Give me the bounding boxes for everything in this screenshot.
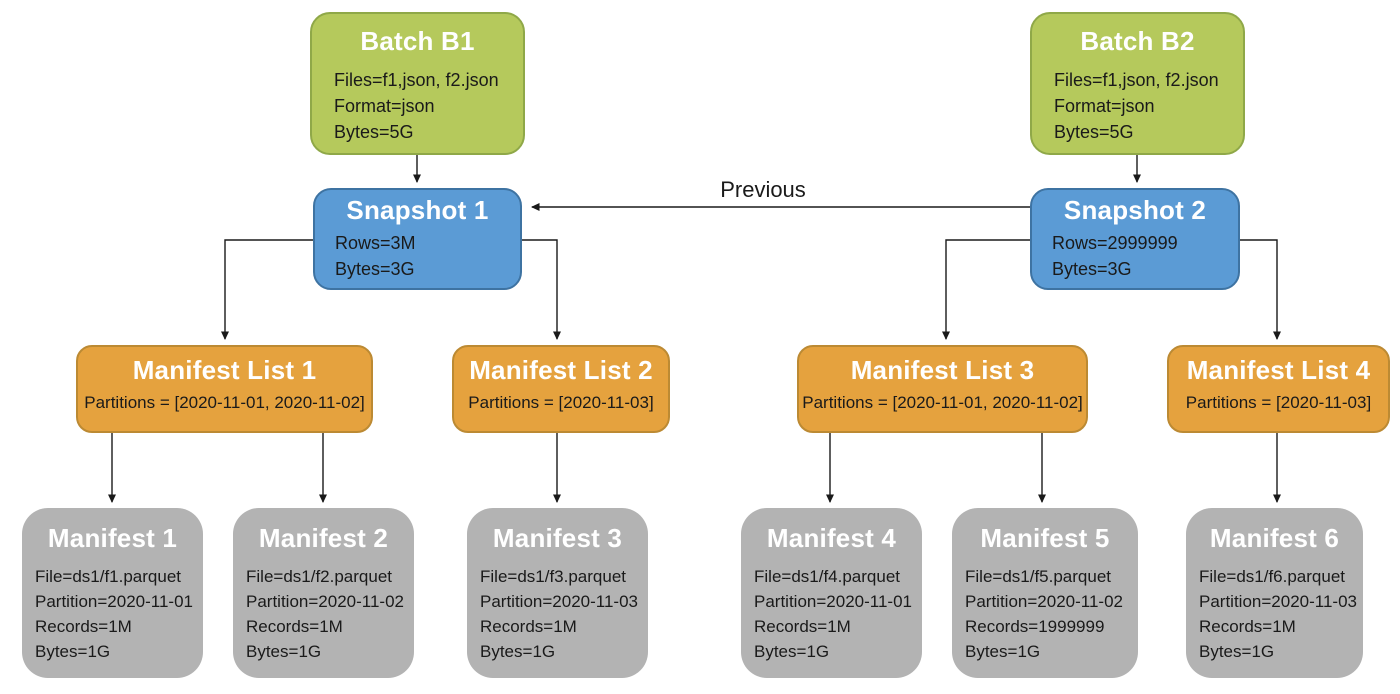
manifest-list-3-partitions: Partitions = [2020-11-01, 2020-11-02]: [802, 393, 1083, 412]
manifest-3-records: Records=1M: [480, 617, 577, 636]
manifest-5-title: Manifest 5: [980, 523, 1110, 553]
manifest-4-partition: Partition=2020-11-01: [754, 592, 912, 611]
manifest-1-partition: Partition=2020-11-01: [35, 592, 193, 611]
previous-edge-label: Previous: [720, 177, 806, 202]
manifest-1-body: File=ds1/f1.parquet Partition=2020-11-01…: [22, 564, 203, 664]
manifest-list-3-title: Manifest List 3: [850, 355, 1035, 385]
snapshot-2-body: Rows=2999999 Bytes=3G: [1032, 230, 1238, 282]
manifest-2-title: Manifest 2: [258, 523, 389, 553]
batch-b2-format: Format=json: [1054, 96, 1155, 116]
manifest-list-1-node: Manifest List 1 Partitions = [2020-11-01…: [76, 345, 373, 433]
manifest-3-body: File=ds1/f3.parquet Partition=2020-11-03…: [467, 564, 648, 664]
batch-b1-body: Files=f1,json, f2.json Format=json Bytes…: [312, 67, 523, 145]
manifest-4-body: File=ds1/f4.parquet Partition=2020-11-01…: [741, 564, 922, 664]
manifest-3-bytes: Bytes=1G: [480, 642, 556, 661]
batch-b1-title: Batch B1: [360, 26, 475, 56]
batch-b2-bytes: Bytes=5G: [1054, 122, 1134, 142]
snapshot-1-node: Snapshot 1 Rows=3M Bytes=3G: [313, 188, 522, 290]
manifest-5-node: Manifest 5 File=ds1/f5.parquet Partition…: [952, 508, 1138, 678]
manifest-list-1-title: Manifest List 1: [132, 355, 317, 385]
manifest-list-4-partitions: Partitions = [2020-11-03]: [1185, 393, 1372, 412]
manifest-6-node: Manifest 6 File=ds1/f6.parquet Partition…: [1186, 508, 1363, 678]
manifest-2-file: File=ds1/f2.parquet: [246, 567, 393, 586]
snapshot-2-title: Snapshot 2: [1063, 195, 1207, 225]
manifest-2-records: Records=1M: [246, 617, 343, 636]
manifest-list-4-node: Manifest List 4 Partitions = [2020-11-03…: [1167, 345, 1390, 433]
manifest-5-file: File=ds1/f5.parquet: [965, 567, 1112, 586]
manifest-4-title: Manifest 4: [766, 523, 897, 553]
manifest-list-2-node: Manifest List 2 Partitions = [2020-11-03…: [452, 345, 670, 433]
snapshot-1-bytes: Bytes=3G: [335, 259, 415, 279]
manifest-4-file: File=ds1/f4.parquet: [754, 567, 901, 586]
manifest-5-records: Records=1999999: [965, 617, 1105, 636]
manifest-3-file: File=ds1/f3.parquet: [480, 567, 627, 586]
batch-b2-files: Files=f1,json, f2.json: [1054, 70, 1219, 90]
snapshot-1-body: Rows=3M Bytes=3G: [315, 230, 520, 282]
manifest-5-body: File=ds1/f5.parquet Partition=2020-11-02…: [952, 564, 1138, 664]
manifest-4-node: Manifest 4 File=ds1/f4.parquet Partition…: [741, 508, 922, 678]
manifest-1-file: File=ds1/f1.parquet: [35, 567, 182, 586]
manifest-list-4-title: Manifest List 4: [1186, 355, 1371, 385]
manifest-6-title: Manifest 6: [1209, 523, 1340, 553]
snapshot-2-rows: Rows=2999999: [1052, 233, 1178, 253]
manifest-3-partition: Partition=2020-11-03: [480, 592, 638, 611]
manifest-list-3-node: Manifest List 3 Partitions = [2020-11-01…: [797, 345, 1088, 433]
manifest-1-node: Manifest 1 File=ds1/f1.parquet Partition…: [22, 508, 203, 678]
snapshot-1-title: Snapshot 1: [346, 195, 489, 225]
manifest-2-partition: Partition=2020-11-02: [246, 592, 404, 611]
manifest-4-records: Records=1M: [754, 617, 851, 636]
batch-b1-files: Files=f1,json, f2.json: [334, 70, 499, 90]
manifest-1-title: Manifest 1: [47, 523, 178, 553]
manifest-4-bytes: Bytes=1G: [754, 642, 830, 661]
batch-b2-title: Batch B2: [1080, 26, 1195, 56]
manifest-list-1-partitions: Partitions = [2020-11-01, 2020-11-02]: [84, 393, 365, 412]
snapshot-2-bytes: Bytes=3G: [1052, 259, 1132, 279]
manifest-6-partition: Partition=2020-11-03: [1199, 592, 1357, 611]
manifest-3-node: Manifest 3 File=ds1/f3.parquet Partition…: [467, 508, 648, 678]
manifest-6-body: File=ds1/f6.parquet Partition=2020-11-03…: [1186, 564, 1363, 664]
batch-b2-body: Files=f1,json, f2.json Format=json Bytes…: [1032, 67, 1243, 145]
manifest-2-bytes: Bytes=1G: [246, 642, 322, 661]
manifest-2-body: File=ds1/f2.parquet Partition=2020-11-02…: [233, 564, 414, 664]
manifest-2-node: Manifest 2 File=ds1/f2.parquet Partition…: [233, 508, 414, 678]
manifest-1-records: Records=1M: [35, 617, 132, 636]
edge-snapshot2-to-mlist3: [942, 239, 1030, 340]
manifest-6-bytes: Bytes=1G: [1199, 642, 1275, 661]
batch-b1-format: Format=json: [334, 96, 435, 116]
manifest-list-2-partitions: Partitions = [2020-11-03]: [468, 393, 654, 412]
edge-snapshot2-to-mlist4: [1240, 239, 1281, 340]
batch-b2-node: Batch B2 Files=f1,json, f2.json Format=j…: [1030, 12, 1245, 155]
manifest-5-partition: Partition=2020-11-02: [965, 592, 1123, 611]
manifest-list-2-title: Manifest List 2: [469, 355, 653, 385]
batch-b1-bytes: Bytes=5G: [334, 122, 414, 142]
snapshot-1-rows: Rows=3M: [335, 233, 416, 253]
edge-snapshot1-to-mlist2: [522, 239, 561, 340]
manifest-5-bytes: Bytes=1G: [965, 642, 1041, 661]
edge-snapshot1-to-mlist1: [221, 239, 313, 340]
manifest-6-records: Records=1M: [1199, 617, 1296, 636]
batch-b1-node: Batch B1 Files=f1,json, f2.json Format=j…: [310, 12, 525, 155]
manifest-1-bytes: Bytes=1G: [35, 642, 111, 661]
manifest-6-file: File=ds1/f6.parquet: [1199, 567, 1346, 586]
snapshot-2-node: Snapshot 2 Rows=2999999 Bytes=3G: [1030, 188, 1240, 290]
manifest-3-title: Manifest 3: [492, 523, 623, 553]
